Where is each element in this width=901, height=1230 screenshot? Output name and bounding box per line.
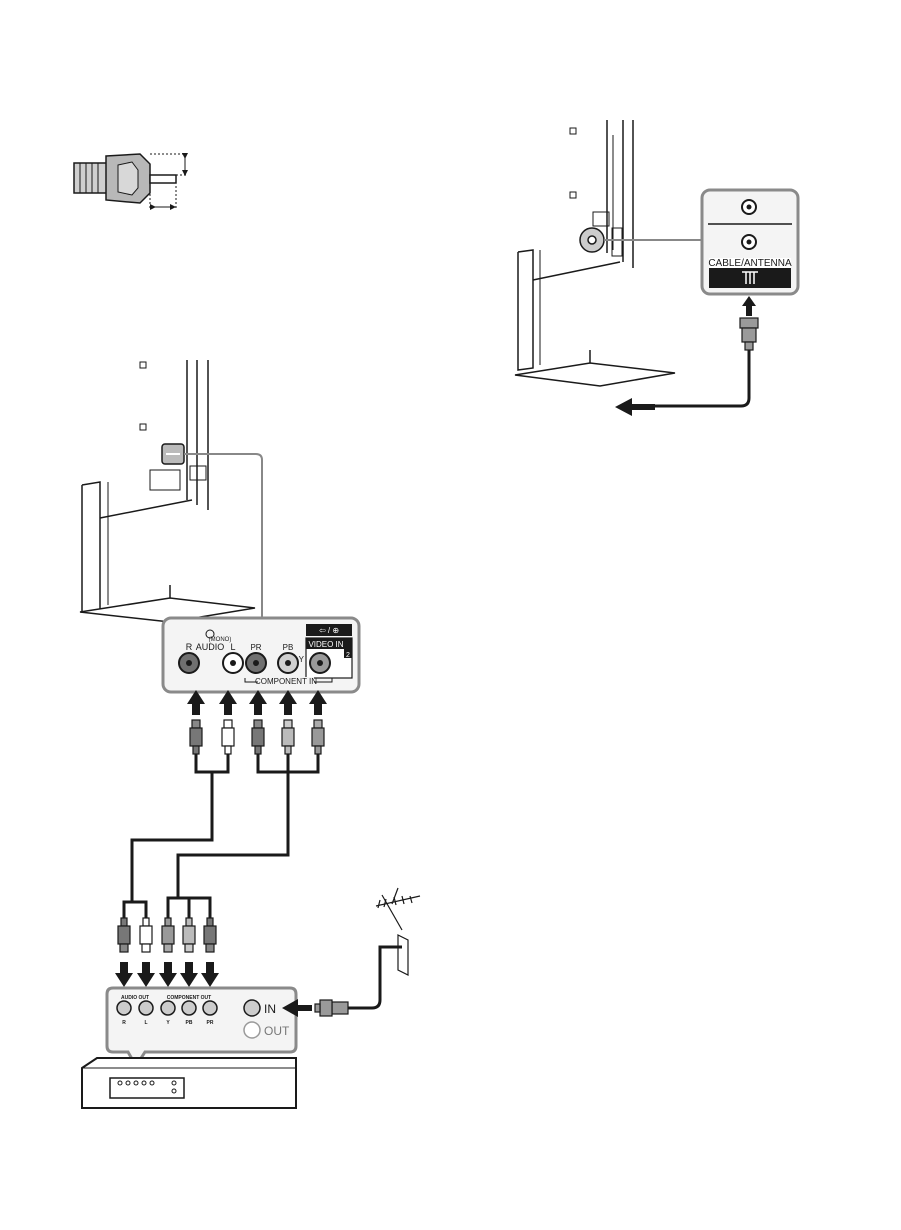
tv-rear-antenna bbox=[515, 120, 675, 386]
device-y-jack bbox=[161, 1001, 175, 1015]
rca-plugs-tv-end bbox=[190, 720, 324, 754]
rca-plugs-device-end bbox=[118, 918, 216, 952]
coax-cable-device bbox=[282, 947, 402, 1017]
set-top-box bbox=[82, 1058, 296, 1108]
coax-cable-tv bbox=[615, 296, 758, 416]
f-connector-illustration bbox=[74, 154, 186, 210]
video-in-label: VIDEO IN bbox=[308, 640, 343, 649]
device-audio-r-jack bbox=[117, 1001, 131, 1015]
outdoor-antenna bbox=[376, 888, 420, 975]
left-arrow bbox=[615, 398, 655, 416]
pr-label: PR bbox=[250, 643, 261, 652]
video-in-number: 2 bbox=[346, 652, 350, 659]
device-output-panel: AUDIO OUT COMPONENT OUT R L Y PB PR IN O… bbox=[107, 988, 296, 1066]
svg-text:L: L bbox=[144, 1020, 147, 1026]
device-audio-l-jack bbox=[139, 1001, 153, 1015]
component-in-panel: R AUDIO L (MONO) PR PB ⇦ / ⊕ VIDEO IN 2 … bbox=[163, 618, 359, 692]
svg-text:R: R bbox=[122, 1020, 126, 1026]
audio-l-label: L bbox=[230, 642, 235, 652]
in-label: IN bbox=[264, 1002, 276, 1016]
component-out-label: COMPONENT OUT bbox=[167, 995, 211, 1001]
upward-arrow bbox=[742, 296, 756, 316]
audio-r-label: R bbox=[186, 642, 193, 652]
connector-pin bbox=[150, 175, 176, 183]
pb-label: PB bbox=[283, 643, 294, 652]
audio-out-label: AUDIO OUT bbox=[121, 995, 149, 1001]
upward-arrows-tv bbox=[187, 690, 327, 715]
svg-text:PR: PR bbox=[207, 1020, 214, 1026]
cable-antenna-label: CABLE/ANTENNA bbox=[708, 258, 792, 269]
device-antenna-out-jack bbox=[244, 1022, 260, 1038]
tv-rear-component bbox=[80, 360, 255, 622]
svg-text:PB: PB bbox=[186, 1020, 193, 1026]
svg-text:⇦ / ⊕: ⇦ / ⊕ bbox=[319, 626, 339, 635]
downward-arrows-device bbox=[115, 962, 219, 987]
audio-label: AUDIO bbox=[196, 642, 225, 652]
out-label: OUT bbox=[264, 1024, 290, 1038]
device-pr-jack bbox=[203, 1001, 217, 1015]
device-pb-jack bbox=[182, 1001, 196, 1015]
cables bbox=[124, 754, 318, 918]
y-label: Y bbox=[299, 655, 305, 664]
component-in-label: COMPONENT IN bbox=[255, 677, 317, 686]
device-antenna-in-jack bbox=[244, 1000, 260, 1016]
antenna-callout-panel: CABLE/ANTENNA bbox=[702, 190, 798, 294]
